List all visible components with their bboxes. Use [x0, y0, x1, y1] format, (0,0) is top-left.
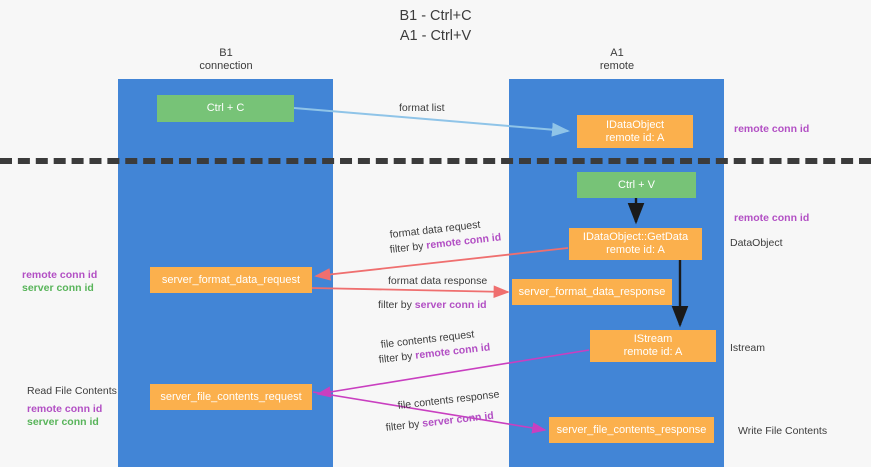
column-header-b1: B1 connection [150, 47, 302, 73]
arrow-file-contents-request [316, 349, 590, 398]
label-write-file-contents: Write File Contents [738, 425, 828, 437]
box-server-format-data-request-label: server_format_data_request [161, 273, 301, 286]
box-ctrl-v[interactable]: Ctrl + V [577, 172, 696, 198]
flow-label-format-list: format list [399, 102, 445, 114]
box-istream[interactable]: IStream remote id: A [590, 330, 716, 362]
box-server-file-contents-response-label: server_file_contents_response [556, 423, 707, 436]
page-title: B1 - Ctrl+C A1 - Ctrl+V [0, 6, 871, 46]
legend-server-conn-id-2: server conn id [27, 416, 99, 428]
column-header-b1-name: B1 [219, 47, 233, 59]
label-remote-conn-id-mid: remote conn id [734, 212, 810, 224]
arrow-format-list [293, 107, 570, 137]
label-remote-conn-id-top: remote conn id [734, 123, 810, 135]
box-getdata-line1: IDataObject::GetData [582, 231, 689, 243]
flow-label-format-data-response-filter: filter by server conn id [378, 298, 487, 313]
column-header-a1: A1 remote [541, 47, 693, 73]
flow-label-format-data-request-filter-prefix: filter by [389, 239, 428, 256]
label-dataobject: DataObject [730, 237, 783, 249]
box-getdata[interactable]: IDataObject::GetData remote id: A [569, 228, 702, 260]
box-server-format-data-request[interactable]: server_format_data_request [150, 267, 312, 293]
box-ctrl-c-label: Ctrl + C [206, 102, 245, 114]
flow-label-format-data-response: format data response [388, 275, 488, 287]
arrow-format-data-request [314, 247, 569, 281]
box-server-file-contents-request[interactable]: server_file_contents_request [150, 384, 312, 410]
box-ctrl-c[interactable]: Ctrl + C [157, 95, 294, 122]
box-server-file-contents-response[interactable]: server_file_contents_response [549, 417, 714, 443]
arrow-format-data-response [311, 285, 510, 299]
flow-label-file-contents-response-filter-prefix: filter by [385, 417, 424, 434]
arrow-file-contents-response [312, 391, 547, 434]
section-divider [0, 158, 871, 164]
box-server-format-data-response-label: server_format_data_response [518, 285, 666, 298]
flow-label-format-data-response-filter-prefix: filter by [378, 299, 415, 311]
flow-label-file-contents-request-filter-prefix: filter by [378, 349, 417, 366]
box-dataobject-top[interactable]: IDataObject remote id: A [577, 115, 693, 148]
title-line-1: B1 - Ctrl+C [399, 8, 472, 24]
legend-server-conn-id: server conn id [22, 282, 94, 294]
box-dataobject-top-line1: IDataObject [605, 118, 665, 131]
label-istream: Istream [730, 342, 766, 354]
box-server-format-data-response[interactable]: server_format_data_response [512, 279, 672, 305]
legend-remote-conn-id: remote conn id [22, 269, 98, 281]
legend-remote-conn-id-2: remote conn id [27, 403, 103, 415]
label-read-file-contents: Read File Contents [27, 385, 117, 397]
box-server-file-contents-request-label: server_file_contents_request [160, 390, 302, 403]
box-ctrl-v-label: Ctrl + V [618, 178, 655, 191]
flow-label-format-data-response-filter-key: server conn id [414, 299, 487, 311]
title-line-2: A1 - Ctrl+V [399, 28, 472, 44]
box-istream-line2: remote id: A [623, 346, 683, 358]
box-istream-line1: IStream [633, 333, 673, 345]
column-header-a1-name: A1 [610, 47, 624, 59]
box-getdata-line2: remote id: A [606, 244, 665, 256]
column-header-a1-role: remote [599, 60, 635, 72]
box-dataobject-top-line2: remote id: A [605, 131, 665, 144]
column-header-b1-role: connection [199, 60, 253, 72]
